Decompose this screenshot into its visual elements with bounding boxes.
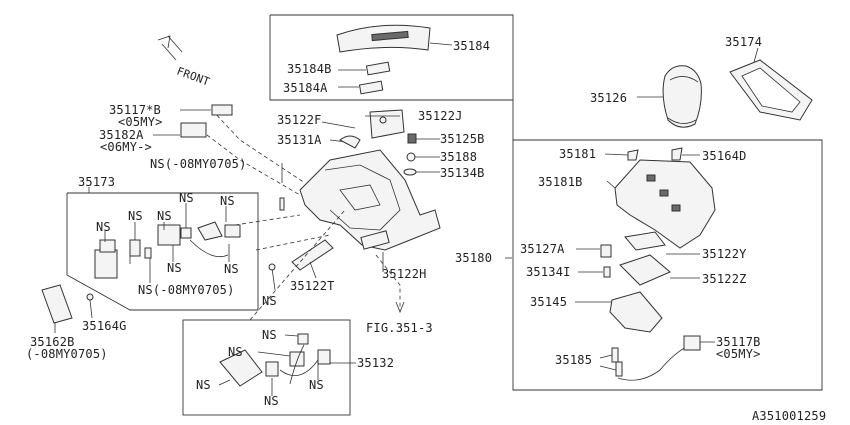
lever-35122T-shape xyxy=(291,239,334,271)
label-35134B: 35134B xyxy=(440,166,485,180)
label-35117B-star: 35117*B xyxy=(109,103,161,117)
label-ns-1: NS xyxy=(96,220,111,234)
label-35122J: 35122J xyxy=(418,109,463,123)
selector-35181B-shape xyxy=(614,159,716,249)
label-35127A: 35127A xyxy=(520,242,565,256)
label-35162B: 35162B xyxy=(30,335,75,349)
label-ns-h4: NS xyxy=(264,394,279,408)
label-ns-7: NS xyxy=(224,262,239,276)
label-35184: 35184 xyxy=(453,39,490,53)
label-35131A: 35131A xyxy=(277,133,322,147)
label-35184A: 35184A xyxy=(283,81,328,95)
label-35184B: 35184B xyxy=(287,62,332,76)
label-35117B: 35117B xyxy=(716,335,761,349)
label-35125B: 35125B xyxy=(440,132,485,146)
label-ns-screw: NS xyxy=(262,294,277,308)
label-ns-h1: NS xyxy=(262,328,277,342)
bracket-35162B-shape xyxy=(41,284,73,324)
label-35180: 35180 xyxy=(455,251,492,265)
label-35181B: 35181B xyxy=(538,175,583,189)
label-ns-h3: NS xyxy=(196,378,211,392)
part-35181-shape xyxy=(627,149,639,161)
label-fig-ref: FIG.351-3 xyxy=(366,321,433,335)
label-05MY-b: <05MY> xyxy=(716,347,761,361)
label-08MY0705: (-08MY0705) xyxy=(26,347,108,361)
label-35181: 35181 xyxy=(559,147,596,161)
label-35134I: 35134I xyxy=(526,265,571,279)
label-ns-5: NS xyxy=(220,194,235,208)
label-ns-08MY0705: NS(-08MY0705) xyxy=(150,157,247,171)
front-arrow-icon xyxy=(157,35,183,61)
label-35122F: 35122F xyxy=(277,113,322,127)
pad-35184B-shape xyxy=(365,61,391,76)
label-35174: 35174 xyxy=(725,35,762,49)
washer-35188-shape xyxy=(406,152,416,162)
label-35145: 35145 xyxy=(530,295,567,309)
label-35132: 35132 xyxy=(357,356,394,370)
label-35164G: 35164G xyxy=(82,319,127,333)
shifter-assembly-shape xyxy=(299,109,441,251)
shift-knob-shape xyxy=(662,65,702,128)
bracket-35145-shape xyxy=(609,291,663,333)
label-06MY: <06MY-> xyxy=(100,140,152,154)
part-35134I-shape xyxy=(603,266,611,278)
harness-35185-shape xyxy=(611,335,701,381)
label-35185: 35185 xyxy=(555,353,592,367)
label-ns-4: NS xyxy=(179,191,194,205)
connector-35117B-shape xyxy=(683,335,701,351)
harness-group-box xyxy=(182,319,351,416)
harness-parts-shape xyxy=(219,333,331,387)
label-ns-2: NS xyxy=(128,209,143,223)
label-ns-3: NS xyxy=(157,209,172,223)
connector-35117B-star-shape xyxy=(211,104,233,116)
label-35122H: 35122H xyxy=(382,267,427,281)
part-35164D-shape xyxy=(671,147,683,161)
label-ns-h2: NS xyxy=(228,345,243,359)
switch-parts-shape xyxy=(94,221,241,279)
clip-35164G-shape xyxy=(86,293,94,301)
front-label: FRONT xyxy=(175,65,212,89)
nut-35134B-shape xyxy=(403,168,417,176)
label-35122Y: 35122Y xyxy=(702,247,747,261)
switch-group-box xyxy=(66,192,259,311)
diagram-id: A351001259 xyxy=(752,409,826,423)
part-35127A-shape xyxy=(600,244,612,258)
screw-ns-shape xyxy=(268,263,276,291)
label-35122Z: 35122Z xyxy=(702,272,747,286)
connector-35182A-shape xyxy=(180,122,207,138)
label-05MY-a: <05MY> xyxy=(118,115,163,129)
pad-35184A-shape xyxy=(358,80,384,95)
bezel-35174-shape xyxy=(729,59,813,121)
label-35126: 35126 xyxy=(590,91,627,105)
label-ns-08MY0705-b: NS(-08MY0705) xyxy=(138,283,235,297)
cover-35184-shape xyxy=(336,24,431,53)
plate-35122Z-shape xyxy=(619,254,671,286)
bolt-35125B-shape xyxy=(407,133,417,144)
label-35164D: 35164D xyxy=(702,149,747,163)
label-35122T: 35122T xyxy=(290,279,335,293)
pin-ns-shape xyxy=(279,197,285,211)
label-ns-6: NS xyxy=(167,261,182,275)
plate-35122Y-shape xyxy=(624,231,666,251)
label-35188: 35188 xyxy=(440,150,477,164)
label-ns-h5: NS xyxy=(309,378,324,392)
upper-group-box xyxy=(269,14,823,391)
label-35182A: 35182A xyxy=(99,128,144,142)
label-35173: 35173 xyxy=(78,175,115,189)
